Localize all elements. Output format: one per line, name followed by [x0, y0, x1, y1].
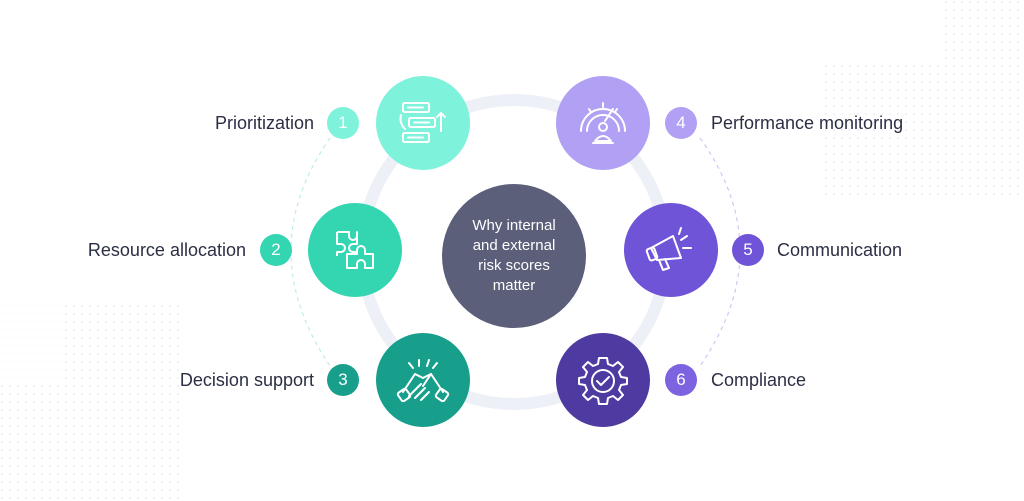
badge-2: 2 — [260, 234, 292, 266]
communication-circle — [624, 203, 718, 297]
center-title: Why internal and external risk scores ma… — [472, 217, 556, 294]
label-compliance: Compliance — [711, 370, 807, 390]
decision-support-circle — [376, 333, 470, 427]
handshake-icon — [396, 359, 450, 403]
label-communication: Communication — [777, 240, 903, 260]
label-prioritization: Prioritization — [214, 113, 314, 133]
performance-monitoring-circle — [556, 76, 650, 170]
puzzle-icon — [336, 231, 374, 269]
label-resource-allocation: Resource allocation — [87, 240, 246, 260]
megaphone-icon — [645, 227, 692, 271]
badge-3: 3 — [327, 364, 359, 396]
label-decision-support: Decision support — [179, 370, 314, 390]
gauge-icon — [580, 102, 626, 144]
resource-allocation-circle — [308, 203, 402, 297]
label-performance-monitoring: Performance monitoring — [711, 113, 904, 133]
badge-4: 4 — [665, 107, 697, 139]
prioritization-icon — [399, 102, 446, 143]
badge-6: 6 — [665, 364, 697, 396]
prioritization-circle — [376, 76, 470, 170]
gear-check-icon — [578, 357, 628, 405]
center-circle: Why internal and external risk scores ma… — [442, 184, 586, 328]
compliance-circle — [556, 333, 650, 427]
badge-1: 1 — [327, 107, 359, 139]
badge-5: 5 — [732, 234, 764, 266]
